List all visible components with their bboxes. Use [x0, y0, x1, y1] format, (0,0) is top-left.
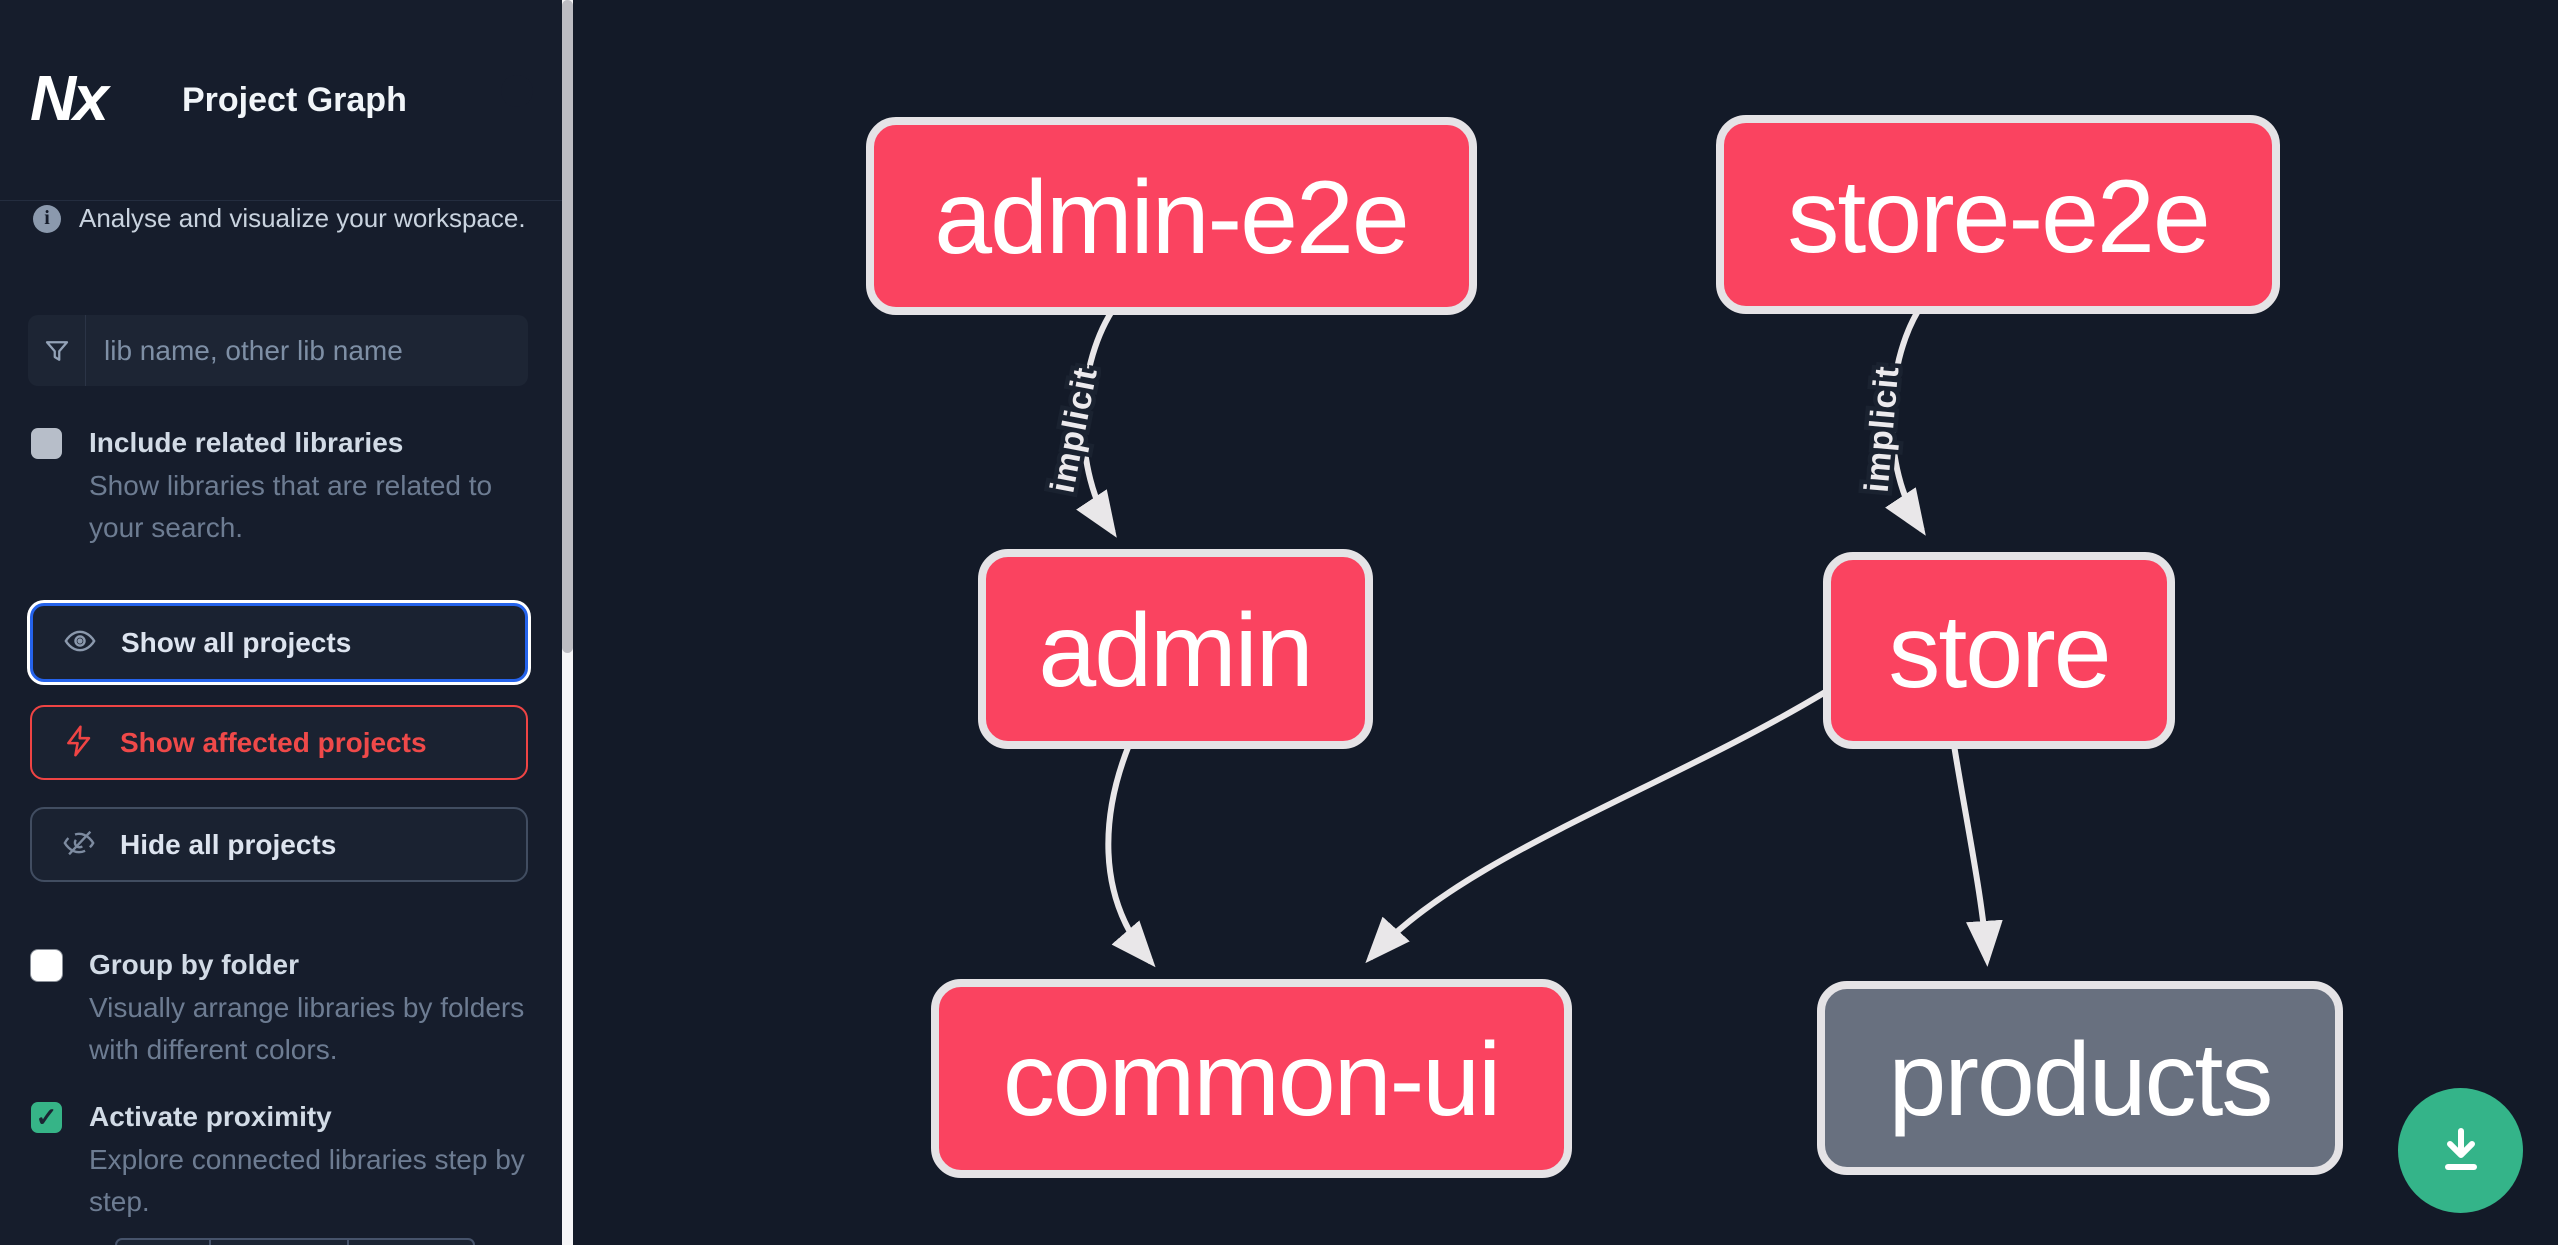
bolt-icon: [62, 724, 96, 761]
show-all-projects-button[interactable]: Show all projects: [30, 603, 528, 682]
node-common-ui[interactable]: common-ui: [931, 979, 1572, 1178]
header-divider: [0, 200, 562, 201]
segment-divider: [209, 1240, 211, 1245]
node-store[interactable]: store: [1823, 552, 2175, 749]
edge-store-e2e-store: [1885, 309, 1926, 536]
download-icon: [2433, 1121, 2489, 1180]
search-box: [28, 315, 528, 386]
project-graph-svg: implicit implicit admin-e2e store-e2e ad…: [866, 115, 2343, 1178]
download-image-button[interactable]: [2398, 1088, 2523, 1213]
sidebar-scrollbar[interactable]: [562, 0, 573, 1245]
svg-text:admin: admin: [1038, 593, 1311, 709]
hide-all-projects-button[interactable]: Hide all projects: [30, 807, 528, 882]
edge-admin-common-ui: [1105, 743, 1156, 968]
svg-text:admin-e2e: admin-e2e: [934, 160, 1407, 276]
checkbox-icon[interactable]: [31, 950, 62, 981]
edge-store-products: [1951, 744, 2003, 967]
checkbox-label: Include related libraries: [89, 427, 404, 458]
graph-canvas[interactable]: implicit implicit admin-e2e store-e2e ad…: [573, 0, 2558, 1245]
segmented-control-partial[interactable]: [115, 1238, 475, 1245]
checkbox-description: Visually arrange libraries by folders wi…: [89, 992, 525, 1065]
show-affected-projects-button[interactable]: Show affected projects: [30, 705, 528, 780]
svg-text:common-ui: common-ui: [1003, 1022, 1499, 1138]
svg-text:store-e2e: store-e2e: [1787, 159, 2208, 275]
checkbox-group-by-folder[interactable]: Group by folder Visually arrange librari…: [31, 948, 539, 1071]
eye-off-icon: [62, 826, 96, 863]
scrollbar-thumb[interactable]: [562, 0, 573, 653]
edge-label-implicit: implicit: [1043, 364, 1105, 496]
button-label: Show all projects: [121, 626, 352, 658]
checkbox-label: Activate proximity: [89, 1101, 332, 1132]
checkbox-description: Explore connected libraries step by step…: [89, 1144, 525, 1217]
tagline-text: Analyse and visualize your workspace.: [79, 203, 526, 233]
tagline-row: i Analyse and visualize your workspace.: [33, 203, 526, 234]
button-label: Show affected projects: [120, 726, 427, 758]
checkbox-include-related[interactable]: Include related libraries Show libraries…: [31, 426, 539, 549]
svg-text:products: products: [1889, 1022, 2272, 1138]
node-store-e2e[interactable]: store-e2e: [1716, 115, 2280, 314]
info-icon: i: [33, 204, 61, 233]
edge-store-common-ui: [1365, 688, 1829, 964]
segment-divider: [347, 1240, 349, 1245]
button-label: Hide all projects: [120, 828, 337, 860]
nx-logo: Nx: [30, 62, 109, 134]
svg-text:store: store: [1888, 594, 2109, 710]
theme-toggle-button[interactable]: [468, 64, 508, 104]
search-input[interactable]: [86, 315, 528, 386]
checkbox-label: Group by folder: [89, 949, 299, 980]
checkbox-checked-icon[interactable]: ✓: [31, 1102, 62, 1133]
edge-admin-e2e-admin: [1076, 309, 1117, 538]
node-admin-e2e[interactable]: admin-e2e: [866, 117, 1477, 315]
checkbox-icon[interactable]: [31, 428, 62, 459]
checkbox-activate-proximity[interactable]: ✓ Activate proximity Explore connected l…: [31, 1100, 539, 1223]
node-admin[interactable]: admin: [978, 549, 1373, 749]
funnel-icon: [28, 315, 86, 386]
sidebar: Nx Project Graph i Analyse and visualize…: [0, 0, 562, 1245]
page-title: Project Graph: [182, 81, 407, 119]
eye-icon: [63, 624, 97, 661]
node-products[interactable]: products: [1817, 981, 2343, 1175]
checkbox-description: Show libraries that are related to your …: [89, 470, 493, 543]
